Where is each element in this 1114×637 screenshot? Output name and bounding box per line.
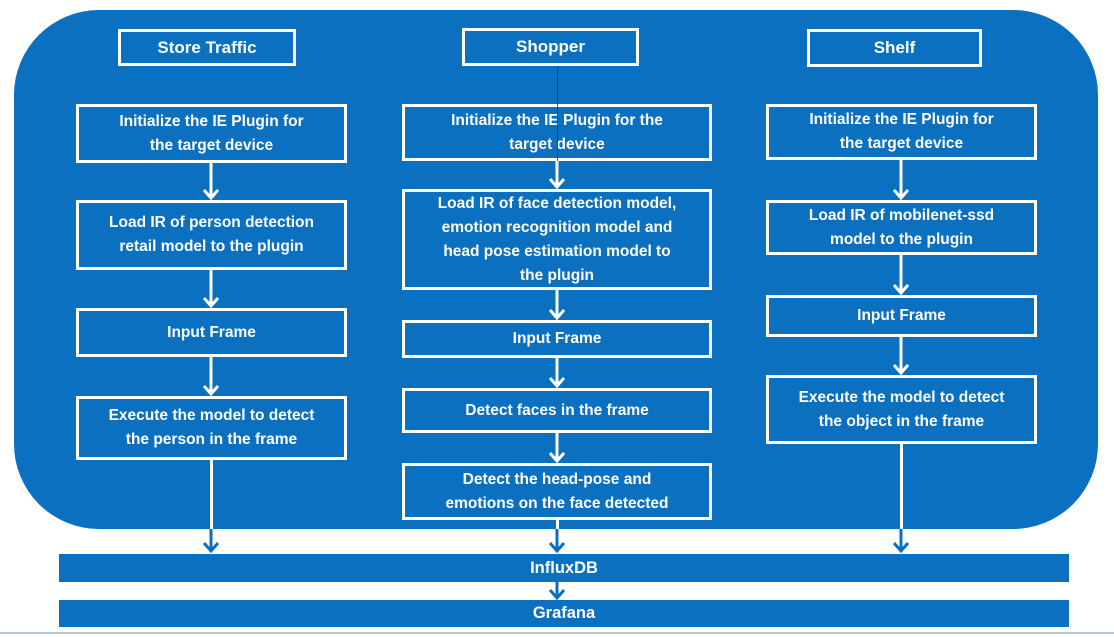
down-arrow-icon [892, 337, 910, 376]
column-title-shelf: Shelf [807, 29, 982, 67]
connector-line [900, 444, 903, 529]
step-shopper-detect-headpose-emotions: Detect the head-pose and emotions on the… [402, 463, 712, 520]
down-arrow-icon [548, 161, 566, 190]
step-shelf-input-frame: Input Frame [766, 295, 1037, 337]
step-store-load-ir: Load IR of person detection retail model… [76, 200, 347, 270]
down-arrow-icon [202, 163, 220, 201]
down-arrow-icon [548, 581, 566, 601]
down-arrow-icon [548, 290, 566, 321]
influxdb-bar: InfluxDB [59, 554, 1069, 582]
step-shelf-load-ir: Load IR of mobilenet-ssd model to the pl… [766, 200, 1037, 255]
step-shopper-detect-faces: Detect faces in the frame [402, 388, 712, 433]
connector-line [210, 460, 213, 529]
down-arrow-icon [202, 270, 220, 309]
column-title-store-traffic: Store Traffic [118, 29, 296, 66]
step-shopper-load-ir: Load IR of face detection model, emotion… [402, 189, 712, 290]
down-arrow-icon [548, 529, 566, 554]
step-shelf-initialize-plugin: Initialize the IE Plugin for the target … [766, 104, 1037, 160]
down-arrow-icon [892, 255, 910, 296]
down-arrow-icon [548, 433, 566, 464]
step-store-input-frame: Input Frame [76, 308, 347, 357]
thin-connector-line [557, 66, 558, 187]
down-arrow-icon [892, 160, 910, 201]
column-title-shopper: Shopper [462, 28, 639, 66]
step-store-execute-model: Execute the model to detect the person i… [76, 396, 347, 460]
down-arrow-icon [202, 529, 220, 554]
step-shopper-input-frame: Input Frame [402, 320, 712, 358]
down-arrow-icon [202, 357, 220, 397]
down-arrow-icon [548, 358, 566, 389]
connector-line [556, 520, 559, 529]
step-store-initialize-plugin: Initialize the IE Plugin for the target … [76, 104, 347, 163]
step-shelf-execute-model: Execute the model to detect the object i… [766, 375, 1037, 444]
bottom-divider [0, 632, 1114, 634]
down-arrow-icon [892, 529, 910, 554]
grafana-bar: Grafana [59, 600, 1069, 627]
